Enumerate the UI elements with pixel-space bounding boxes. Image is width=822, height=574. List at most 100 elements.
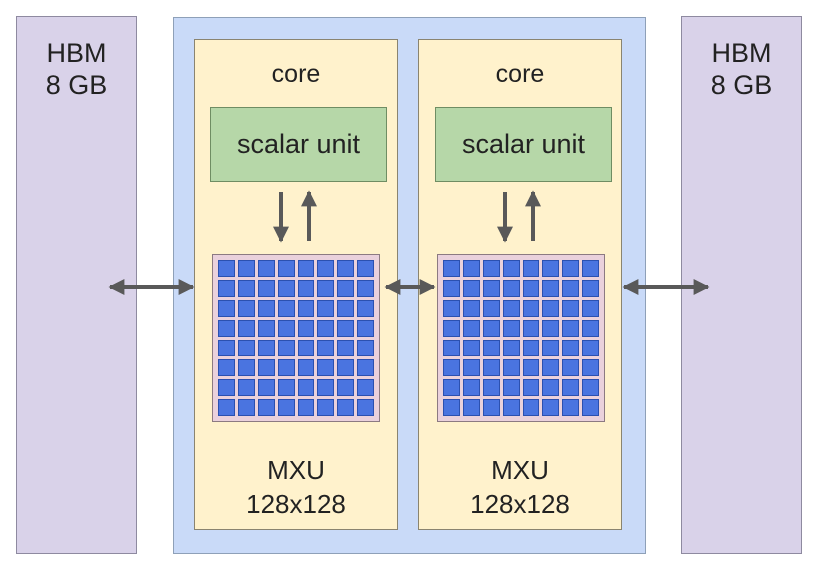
mxu-cell <box>297 319 315 337</box>
mxu-cell <box>317 260 335 277</box>
mxu-cell <box>277 379 295 397</box>
mxu-cell <box>357 379 374 397</box>
mxu-cell <box>562 379 580 397</box>
mxu-cell <box>237 260 255 277</box>
mxu-cell <box>443 399 460 416</box>
mxu-1-label: MXU 128x128 <box>246 455 346 519</box>
mxu-cell <box>337 299 355 317</box>
mxu-cell <box>357 399 374 416</box>
mxu-cell <box>277 399 295 416</box>
mxu-cell <box>237 319 255 337</box>
mxu-cell <box>337 359 355 377</box>
mxu-cell <box>542 299 560 317</box>
mxu-cell <box>502 319 520 337</box>
mxu-cell <box>277 339 295 357</box>
core-1-label: core <box>271 60 321 88</box>
mxu-cell <box>277 319 295 337</box>
mxu-cell <box>297 260 315 277</box>
mxu-cell <box>502 339 520 357</box>
mxu-cell <box>462 359 480 377</box>
mxu-cell <box>582 379 599 397</box>
mxu-cell <box>502 359 520 377</box>
mxu-cell <box>482 299 500 317</box>
mxu-cell <box>443 260 460 277</box>
mxu-cell <box>482 260 500 277</box>
mxu-cell <box>218 319 235 337</box>
mxu-cell <box>522 279 540 297</box>
mxu-cell <box>297 339 315 357</box>
mxu-cell <box>582 319 599 337</box>
mxu-cell <box>257 319 275 337</box>
mxu-cell <box>502 279 520 297</box>
mxu-cell <box>237 399 255 416</box>
mxu-cell <box>317 379 335 397</box>
mxu-cell <box>462 339 480 357</box>
mxu-cell <box>582 279 599 297</box>
mxu-cell <box>542 399 560 416</box>
mxu-cell <box>462 379 480 397</box>
mxu-cell <box>562 319 580 337</box>
mxu-cell <box>562 359 580 377</box>
mxu-cell <box>277 260 295 277</box>
mxu-cell <box>542 260 560 277</box>
mxu-cell <box>317 319 335 337</box>
mxu-2 <box>437 254 605 422</box>
mxu-cell <box>582 299 599 317</box>
mxu-cell <box>542 359 560 377</box>
mxu-cell <box>237 279 255 297</box>
mxu-cell <box>297 379 315 397</box>
mxu-cell <box>443 379 460 397</box>
mxu-cell <box>522 299 540 317</box>
mxu-cell <box>542 339 560 357</box>
mxu-cell <box>317 299 335 317</box>
mxu-cell <box>522 260 540 277</box>
mxu-cell <box>562 299 580 317</box>
mxu-cell <box>542 319 560 337</box>
mxu-cell <box>337 399 355 416</box>
mxu-cell <box>462 260 480 277</box>
mxu-cell <box>297 359 315 377</box>
mxu-cell <box>462 399 480 416</box>
mxu-2-label: MXU 128x128 <box>470 455 570 519</box>
mxu-cell <box>562 339 580 357</box>
mxu-cell <box>357 260 374 277</box>
mxu-cell <box>562 260 580 277</box>
hbm-left-label: HBM 8 GB <box>45 38 108 100</box>
mxu-cell <box>277 279 295 297</box>
mxu-cell <box>257 399 275 416</box>
scalar-unit-2: scalar unit <box>435 107 612 182</box>
core-2-label: core <box>495 60 545 88</box>
mxu-cell <box>522 379 540 397</box>
mxu-cell <box>337 339 355 357</box>
mxu-cell <box>482 399 500 416</box>
mxu-cell <box>337 379 355 397</box>
mxu-cell <box>482 319 500 337</box>
mxu-cell <box>502 260 520 277</box>
mxu-cell <box>357 299 374 317</box>
mxu-cell <box>277 359 295 377</box>
mxu-cell <box>237 359 255 377</box>
mxu-cell <box>582 260 599 277</box>
mxu-cell <box>257 260 275 277</box>
mxu-cell <box>297 399 315 416</box>
mxu-cell <box>443 339 460 357</box>
mxu-cell <box>462 279 480 297</box>
mxu-cell <box>443 299 460 317</box>
mxu-cell <box>317 359 335 377</box>
mxu-cell <box>237 299 255 317</box>
mxu-cell <box>462 299 480 317</box>
mxu-cell <box>482 279 500 297</box>
mxu-cell <box>317 399 335 416</box>
mxu-cell <box>257 359 275 377</box>
mxu-cell <box>218 399 235 416</box>
scalar-unit-1: scalar unit <box>210 107 387 182</box>
mxu-cell <box>337 279 355 297</box>
mxu-cell <box>443 279 460 297</box>
mxu-cell <box>482 359 500 377</box>
mxu-cell <box>562 279 580 297</box>
mxu-cell <box>297 279 315 297</box>
mxu-cell <box>462 319 480 337</box>
mxu-cell <box>357 279 374 297</box>
mxu-cell <box>257 379 275 397</box>
